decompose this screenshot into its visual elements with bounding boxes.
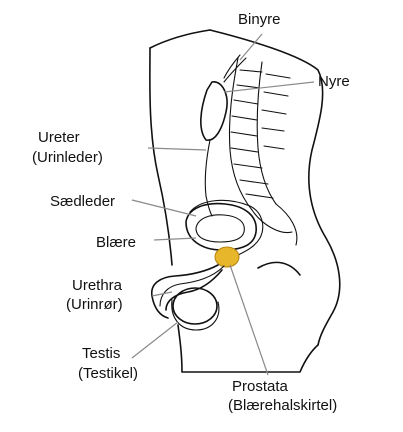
vertebra-3: [233, 99, 259, 105]
leader-urethra: [151, 291, 173, 297]
leader-lines: [131, 33, 315, 376]
vertebra-7: [233, 163, 263, 169]
label-ureter-sub: (Urinleder): [32, 149, 103, 166]
prostate-gland: [214, 246, 240, 268]
vertebra-5: [230, 131, 258, 137]
label-testis: Testis: [82, 345, 120, 362]
spine: [228, 57, 298, 246]
vertebra-8: [239, 179, 269, 185]
leader-testis: [131, 321, 179, 359]
vertebra-4: [231, 115, 258, 121]
label-prostata: Prostata: [232, 378, 289, 395]
top-edge: [149, 29, 211, 49]
label-urethra-sub: (Urinrør): [66, 296, 123, 313]
penis: [150, 264, 225, 319]
label-saedleder: Sædleder: [50, 193, 115, 210]
bladder: [185, 202, 257, 251]
leader-binyre: [239, 33, 263, 61]
leader-saedleder: [131, 199, 197, 217]
labels: Binyre Nyre Ureter (Urinleder) Sædleder …: [32, 11, 350, 414]
label-prostata-sub: (Blærehalskirtel): [228, 397, 337, 414]
label-nyre: Nyre: [318, 73, 350, 90]
testis: [171, 287, 220, 331]
leader-ureter: [147, 147, 207, 151]
leader-blaere: [153, 237, 197, 241]
leader-nyre: [223, 81, 315, 93]
leader-prostata: [229, 264, 269, 376]
label-urethra: Urethra: [72, 277, 123, 294]
label-blaere: Blære: [96, 234, 136, 251]
vertebra-1: [239, 69, 263, 73]
spinous-processes: [261, 73, 291, 150]
bladder-outer: [185, 202, 257, 251]
sacrum: [251, 203, 298, 246]
label-testis-sub: (Testikel): [78, 365, 138, 382]
scrotum: [171, 299, 220, 331]
vas-deferens: [189, 199, 264, 257]
buttock-contour: [257, 261, 301, 276]
vertebra-2: [236, 84, 261, 89]
penis-lower: [165, 269, 223, 311]
kidney-shape: [200, 81, 228, 141]
label-ureter: Ureter: [38, 129, 80, 146]
back-contour: [209, 29, 341, 346]
ureter-tube: [204, 139, 213, 217]
body-outline: [149, 29, 341, 373]
bladder-inner: [195, 214, 245, 243]
leg-contour: [177, 324, 319, 373]
vertebra-6: [230, 147, 259, 153]
vertebra-9: [245, 193, 274, 199]
urethra-tube: [159, 265, 225, 307]
spine-back: [256, 61, 277, 205]
spine-front: [228, 57, 253, 211]
testis-shape: [172, 287, 218, 325]
penis-upper: [150, 264, 219, 319]
label-binyre: Binyre: [238, 11, 281, 28]
kidney: [200, 54, 247, 141]
front-abdomen-contour: [149, 47, 173, 266]
